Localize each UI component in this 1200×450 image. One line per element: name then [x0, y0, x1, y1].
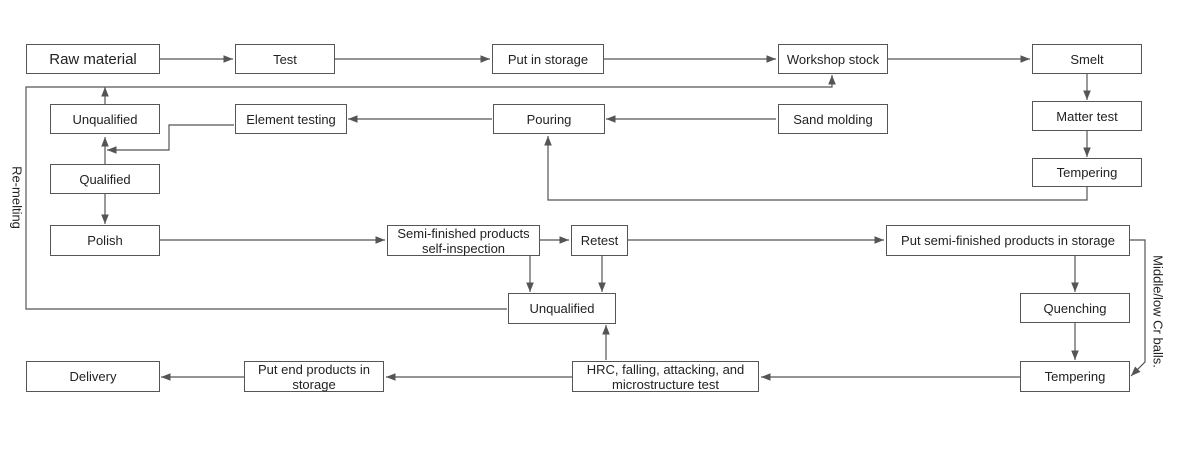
node-test: Test	[235, 44, 335, 74]
node-tempering-bottom: Tempering	[1020, 361, 1130, 392]
semi-inspection-line2: self-inspection	[421, 240, 506, 256]
arrow-tempering-to-pouring	[544, 136, 1088, 201]
put-end-line2: storage	[292, 376, 336, 392]
node-put-in-storage: Put in storage	[492, 44, 604, 74]
node-hrc-test: HRC, falling, attacking, and microstruct…	[572, 361, 759, 392]
arrow-middle-low-cr	[1130, 239, 1146, 377]
node-put-end-products-storage: Put end products in storage	[244, 361, 384, 392]
node-semi-finished-self-inspection: Semi-finished products self-inspection	[387, 225, 540, 256]
arrow-remelting-loop	[25, 75, 836, 310]
node-tempering-top: Tempering	[1032, 158, 1142, 187]
semi-inspection-line1: Semi-finished products	[397, 225, 530, 241]
node-smelt: Smelt	[1032, 44, 1142, 74]
node-retest: Retest	[571, 225, 628, 256]
hrc-test-line2: microstructure test	[612, 376, 719, 392]
node-quenching: Quenching	[1020, 293, 1130, 323]
node-pouring: Pouring	[493, 104, 605, 134]
node-workshop-stock: Workshop stock	[778, 44, 888, 74]
label-re-melting: Re-melting	[9, 166, 25, 229]
node-element-testing: Element testing	[235, 104, 347, 134]
arrow-element-to-left	[107, 124, 234, 154]
node-qualified: Qualified	[50, 164, 160, 194]
node-put-semi-finished-storage: Put semi-finished products in storage	[886, 225, 1130, 256]
put-end-line1: Put end products in	[257, 361, 371, 377]
node-polish: Polish	[50, 225, 160, 256]
node-sand-molding: Sand molding	[778, 104, 888, 134]
node-delivery: Delivery	[26, 361, 160, 392]
label-middle-low-cr-balls: Middle/low Cr balls.	[1150, 255, 1166, 368]
node-unqualified-top: Unqualified	[50, 104, 160, 134]
node-raw-material: Raw material	[26, 44, 160, 74]
hrc-test-line1: HRC, falling, attacking, and	[586, 361, 745, 377]
node-matter-test: Matter test	[1032, 101, 1142, 131]
node-unqualified-mid: Unqualified	[508, 293, 616, 324]
